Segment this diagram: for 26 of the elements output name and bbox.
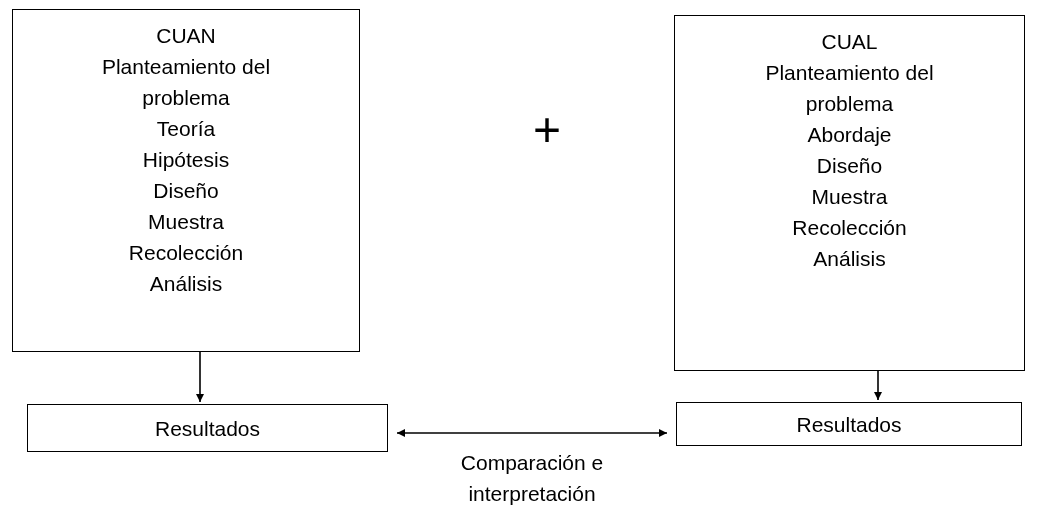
- box-text: Hipótesis: [142, 147, 230, 173]
- box-text: Análisis: [813, 246, 886, 272]
- box-text: Planteamiento del problema: [100, 54, 272, 111]
- arrow: [196, 351, 204, 403]
- box-text: Planteamiento del problema: [764, 60, 935, 117]
- box-text: Abordaje: [807, 122, 892, 148]
- text-box: [12, 9, 360, 352]
- text-box: [676, 402, 1022, 446]
- arrow: [396, 429, 668, 437]
- box-text: Resultados: [796, 411, 902, 438]
- box-text: Muestra: [811, 184, 888, 210]
- arrow: [874, 370, 882, 401]
- edge-label: Comparación e interpretación: [459, 450, 605, 507]
- box-text: Muestra: [148, 209, 224, 235]
- box-text: Recolección: [792, 215, 907, 241]
- text-box: [27, 404, 388, 452]
- box-text: Recolección: [128, 240, 244, 266]
- box-text: CUAL: [821, 29, 878, 55]
- box-text: Diseño: [153, 178, 219, 204]
- box-text: Análisis: [149, 271, 223, 297]
- box-text: Diseño: [816, 153, 883, 179]
- box-text: Resultados: [154, 415, 261, 442]
- box-text: CUAN: [156, 23, 216, 49]
- box-text: Teoría: [156, 116, 216, 142]
- plus-sign: +: [532, 102, 562, 158]
- text-box: [674, 15, 1025, 371]
